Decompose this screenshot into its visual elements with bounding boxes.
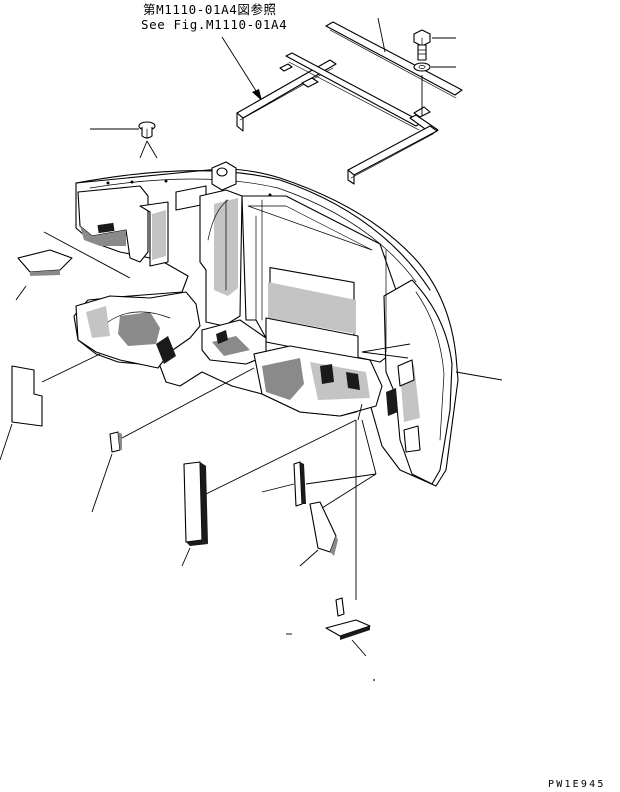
- pad-small-block: [109, 431, 122, 453]
- leader-line: [205, 419, 357, 495]
- pad-tall-small: [293, 461, 306, 507]
- leader-line: [455, 371, 503, 381]
- leader-line: [321, 473, 377, 509]
- main-cover-body: [73, 161, 459, 487]
- leader-line: [299, 549, 319, 567]
- pad-slanted: [309, 501, 338, 556]
- leader-line: [377, 17, 386, 53]
- reference-note-en: See Fig.M1110-01A4: [141, 17, 287, 32]
- leader-line: [361, 343, 411, 353]
- leader-line: [41, 353, 101, 383]
- leader-line: [261, 483, 295, 493]
- pad-tiny: [335, 597, 345, 617]
- washer: [413, 62, 431, 72]
- reference-note-jp: 第M1110-01A4図参照: [143, 2, 277, 17]
- leader-line: [0, 423, 13, 461]
- leader-line: [43, 231, 131, 279]
- leader-line: [305, 473, 377, 485]
- leader-line: [351, 639, 367, 657]
- leader-line: [121, 367, 255, 439]
- leader-line: [181, 547, 191, 567]
- leader-line: [91, 453, 113, 513]
- pad-trapezoid: [17, 249, 73, 276]
- pad-flat-bar: [325, 619, 371, 640]
- leader-line: [361, 419, 377, 475]
- reference-arrow: [221, 36, 262, 101]
- bolt: [413, 29, 431, 61]
- leader-line: [361, 351, 409, 359]
- clip-fastener: [138, 121, 156, 139]
- pad-long-strip: [183, 461, 208, 546]
- leader-line: [15, 285, 27, 301]
- pad-l-shape: [11, 365, 43, 427]
- drawing-code: PW1E945: [548, 779, 606, 790]
- leader-line: [139, 140, 148, 159]
- leader-line: [146, 140, 158, 159]
- support-frame: [236, 21, 463, 185]
- leader-line: [357, 403, 363, 421]
